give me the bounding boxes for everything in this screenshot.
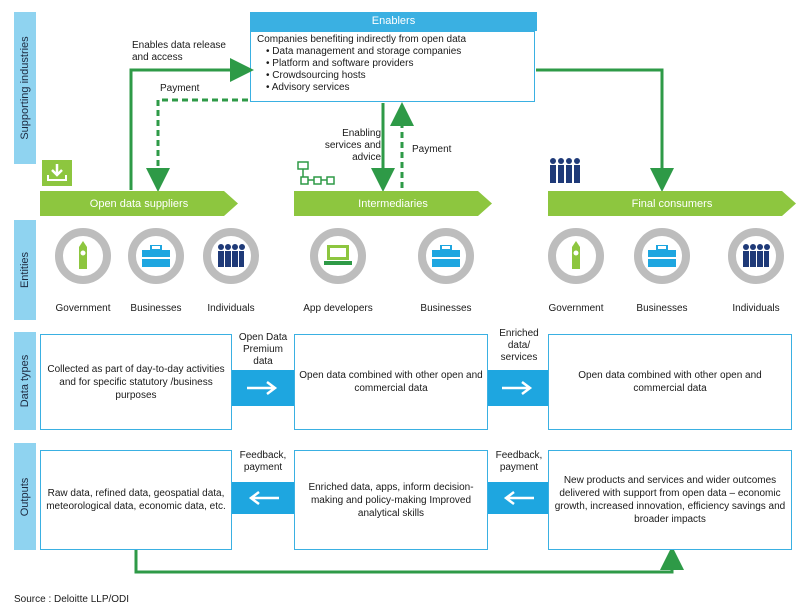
- right-arrow-icon: [232, 370, 294, 406]
- government-icon: [55, 228, 111, 284]
- download-icon: [42, 160, 72, 186]
- briefcase-icon: [418, 228, 474, 284]
- payment-left-label: Payment: [160, 83, 200, 94]
- data-types-suppliers: Collected as part of day-to-day activiti…: [40, 334, 232, 430]
- sidebar-outputs: Outputs: [14, 443, 36, 550]
- enables-release-label: Enables data release and access: [132, 40, 226, 63]
- entity-label: App developers: [303, 303, 373, 314]
- people-icon: [550, 158, 580, 183]
- payment-mid-label: Payment: [412, 144, 452, 155]
- entity-label: Government: [548, 303, 604, 314]
- enriched-data-label: Enriched data/ services: [499, 328, 539, 363]
- data-types-consumers: Open data combined with other open and c…: [548, 334, 792, 430]
- network-icon: [297, 161, 335, 185]
- stage-intermediaries: Intermediaries: [294, 191, 492, 216]
- entity-label: Individuals: [732, 303, 780, 314]
- left-arrow-icon: [232, 482, 294, 514]
- stage-open-data-suppliers: Open data suppliers: [40, 191, 238, 216]
- entity-label: Businesses: [420, 303, 472, 314]
- outputs-suppliers: Raw data, refined data, geospatial data,…: [40, 450, 232, 550]
- payment-left-arrow: [146, 98, 248, 192]
- people-icon: [203, 228, 259, 284]
- sidebar-entities: Entities: [14, 220, 36, 320]
- briefcase-icon: [128, 228, 184, 284]
- enablers-item: Advisory services: [266, 82, 528, 94]
- stage-final-consumers: Final consumers: [548, 191, 796, 216]
- sidebar-supporting-industries: Supporting industries: [14, 12, 36, 164]
- enablers-lead: Companies benefiting indirectly from ope…: [257, 34, 467, 45]
- enablers-item: Platform and software providers: [266, 58, 528, 70]
- enabling-services-label: Enabling services and advice: [324, 128, 381, 163]
- premium-data-label: Open Data Premium data: [238, 332, 288, 367]
- source-note: Source : Deloitte LLP/ODI: [14, 594, 130, 605]
- feedback-loop-arrow: [134, 546, 684, 574]
- entity-label: Government: [55, 303, 111, 314]
- enablers-item: Crowdsourcing hosts: [266, 70, 528, 82]
- entity-label: Businesses: [636, 303, 688, 314]
- outputs-consumers: New products and services and wider outc…: [548, 450, 792, 550]
- feedback-label: Feedback, payment: [239, 450, 287, 473]
- briefcase-icon: [634, 228, 690, 284]
- people-icon: [728, 228, 784, 284]
- enablers-title: Enablers: [250, 12, 537, 31]
- enables-release-arrow: [129, 58, 254, 190]
- outputs-intermediaries: Enriched data, apps, inform decision-mak…: [294, 450, 488, 550]
- left-arrow-icon: [488, 482, 548, 514]
- right-arrow-icon: [488, 370, 548, 406]
- enablers-item: Data management and storage companies: [266, 46, 528, 58]
- feedback-label: Feedback, payment: [495, 450, 543, 473]
- enablers-box: Companies benefiting indirectly from ope…: [250, 31, 535, 102]
- enablers-to-consumers-arrow: [536, 68, 674, 192]
- government-icon: [548, 228, 604, 284]
- sidebar-data-types: Data types: [14, 332, 36, 430]
- data-types-intermediaries: Open data combined with other open and c…: [294, 334, 488, 430]
- laptop-icon: [310, 228, 366, 284]
- entity-label: Businesses: [130, 303, 182, 314]
- entity-label: Individuals: [207, 303, 255, 314]
